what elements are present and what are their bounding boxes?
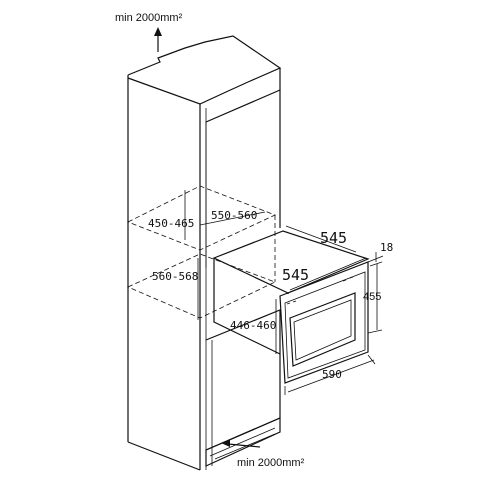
niche-outline [127, 185, 277, 319]
niche-depth-label: 450-465 [148, 217, 194, 230]
top-ventilation-label: min 2000mm² [115, 12, 183, 24]
appliance-front [279, 261, 369, 384]
lower-door [205, 309, 281, 466]
appliance-depth-top-label: 545 [320, 229, 347, 247]
niche-width-arrow [199, 211, 266, 226]
upper-door [205, 68, 281, 268]
appliance-width-arrow [284, 354, 376, 395]
appliance-width-label: 590 [322, 368, 342, 381]
appliance-depth-side-label: 545 [282, 266, 309, 284]
cabinet-top [127, 35, 282, 440]
cabinet-front-edge [199, 104, 207, 470]
opening-height-label: 446-460 [230, 319, 276, 332]
top-vent-arrow [154, 27, 162, 52]
door-thickness-label: 18 [380, 241, 393, 254]
appliance-height-label: 455 [363, 291, 381, 303]
appliance-height-arrow [367, 261, 383, 334]
niche-width-label: 550-560 [211, 209, 257, 222]
appliance-depth-arrow [285, 225, 367, 291]
bottom-ventilation-label: min 2000mm² [237, 457, 305, 469]
plinth [205, 417, 281, 467]
niche-height-label: 560-568 [152, 270, 198, 283]
door-thickness-arrow [367, 252, 384, 263]
bottom-vent-arrow [221, 440, 261, 448]
